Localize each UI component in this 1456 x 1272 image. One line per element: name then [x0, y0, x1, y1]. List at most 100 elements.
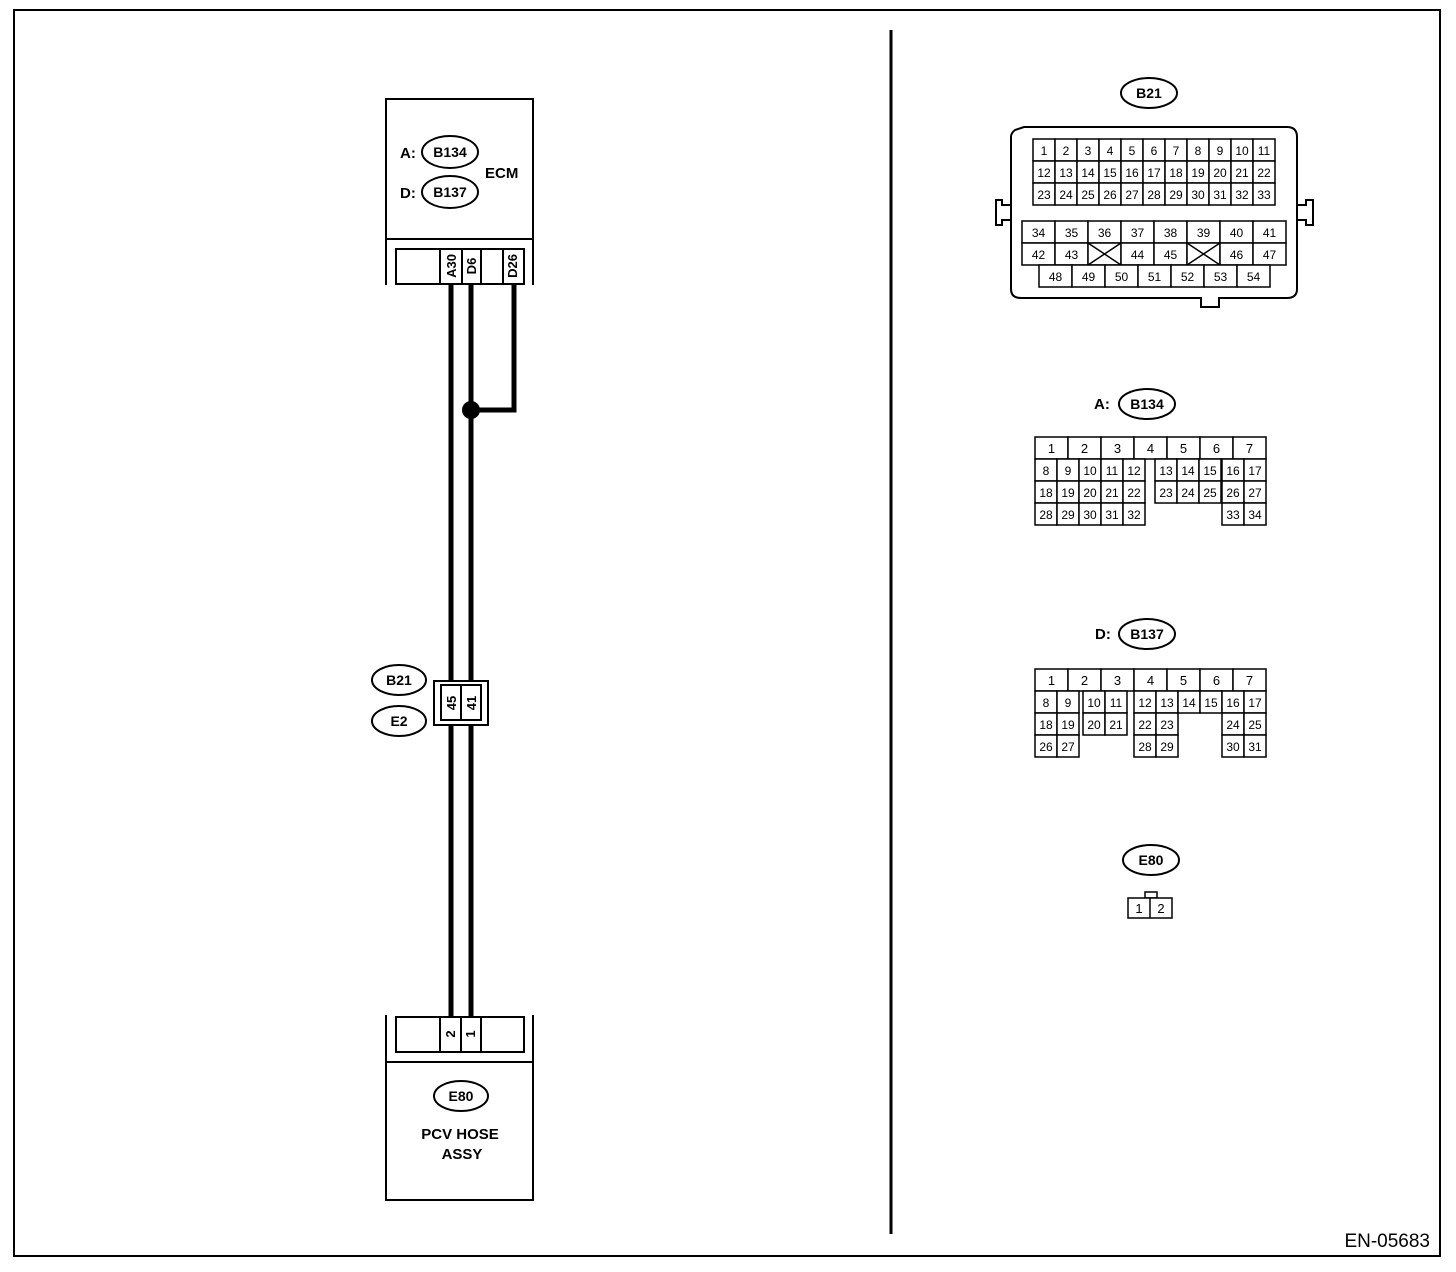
b134-pin-32-cell — [1122, 502, 1146, 526]
splice-point — [462, 401, 480, 419]
b21-pin-9: 9 — [1217, 144, 1224, 158]
b134-pin-30: 30 — [1083, 508, 1097, 522]
b21-pin-30: 30 — [1191, 188, 1205, 202]
b21-pin-7: 7 — [1173, 144, 1180, 158]
pcv-name-line1: PCV HOSE — [421, 1126, 499, 1143]
b137-pin-29-cell — [1155, 734, 1179, 758]
b137-pin-8: 8 — [1043, 696, 1050, 710]
b134-pin-3: 3 — [1114, 441, 1121, 456]
b21-pin-28: 28 — [1147, 188, 1161, 202]
b21-pin-3: 3 — [1085, 144, 1092, 158]
b134-pin-14: 14 — [1181, 464, 1195, 478]
b137-pin-9: 9 — [1065, 696, 1072, 710]
ecm-connector-d-badge — [421, 175, 479, 209]
b134-pin-15: 15 — [1203, 464, 1217, 478]
b21-pin-53: 53 — [1214, 270, 1228, 284]
b134-pin-25: 25 — [1203, 486, 1217, 500]
b21-pin-46: 46 — [1230, 248, 1244, 262]
b134-pin-31: 31 — [1105, 508, 1119, 522]
b21-pin-50: 50 — [1115, 270, 1129, 284]
wiring — [448, 284, 517, 1018]
joint-pin-45: 45 — [444, 696, 459, 710]
b21-pin-32: 32 — [1235, 188, 1249, 202]
e80-view-badge — [1122, 844, 1180, 876]
b137-view-prefix: D: — [1095, 626, 1111, 643]
joint-connector-e2-badge — [371, 705, 427, 737]
joint-connector-b21-badge — [371, 664, 427, 696]
b21-pin-31: 31 — [1213, 188, 1227, 202]
b137-pin-11: 11 — [1110, 696, 1123, 710]
b21-pin-10: 10 — [1235, 144, 1249, 158]
b21-pin-23: 23 — [1037, 188, 1051, 202]
b21-view-badge — [1120, 77, 1178, 109]
b137-pin-18: 18 — [1039, 718, 1053, 732]
joint-connector-b21-code: B21 — [386, 672, 412, 688]
ecm-terminal-d6: D6 — [464, 258, 479, 275]
b21-pin-26: 26 — [1103, 188, 1117, 202]
b21-pin-41: 41 — [1263, 226, 1277, 240]
pcv-connector-badge — [433, 1080, 489, 1112]
b137-pin-23: 23 — [1160, 718, 1174, 732]
b137-pin-17: 17 — [1248, 696, 1262, 710]
b137-pin-29: 29 — [1160, 740, 1174, 754]
pcv-name-line2: ASSY — [442, 1146, 483, 1163]
b134-pin-20: 20 — [1083, 486, 1097, 500]
pcv-pin-1: 1 — [463, 1030, 478, 1037]
b21-pin-18: 18 — [1169, 166, 1183, 180]
b21-pin-54-cell — [1236, 264, 1271, 288]
blocked-cavity-mark — [1186, 242, 1221, 266]
b21-pin-21: 21 — [1235, 166, 1249, 180]
b134-pin-9: 9 — [1065, 464, 1072, 478]
b21-pin-22: 22 — [1257, 166, 1271, 180]
b134-pin-2: 2 — [1081, 441, 1088, 456]
pcv-connector-code: E80 — [449, 1088, 474, 1104]
b21-pin-43: 43 — [1065, 248, 1079, 262]
b21-pin-16: 16 — [1125, 166, 1139, 180]
b21-pin-4: 4 — [1107, 144, 1114, 158]
b137-pin-5: 5 — [1180, 673, 1187, 688]
b134-pin-23: 23 — [1159, 486, 1173, 500]
b21-pin-13: 13 — [1059, 166, 1073, 180]
b134-pin-8: 8 — [1043, 464, 1050, 478]
b134-pin-27: 27 — [1248, 486, 1262, 500]
b137-pin-6: 6 — [1213, 673, 1220, 688]
b21-pin-54: 54 — [1247, 270, 1261, 284]
b21-pin-52: 52 — [1181, 270, 1195, 284]
ecm-terminal-d26: D26 — [505, 254, 520, 278]
b21-pin-33: 33 — [1257, 188, 1271, 202]
b134-pin-4: 4 — [1147, 441, 1154, 456]
b134-pin-11: 11 — [1106, 464, 1119, 478]
b21-pin-33-cell — [1252, 182, 1276, 206]
b21-pin-35: 35 — [1065, 226, 1079, 240]
b21-pin-38: 38 — [1164, 226, 1178, 240]
b137-pin-28: 28 — [1138, 740, 1152, 754]
b21-pin-47: 47 — [1263, 248, 1277, 262]
b21-view-code: B21 — [1136, 85, 1162, 101]
ecm-connector-d-code: B137 — [433, 184, 467, 200]
b137-pin-16: 16 — [1226, 696, 1240, 710]
b21-pin-36: 36 — [1098, 226, 1112, 240]
b137-pin-14: 14 — [1182, 696, 1196, 710]
b137-pin-10: 10 — [1087, 696, 1101, 710]
b137-view-badge — [1118, 618, 1176, 650]
b137-pin-21: 21 — [1109, 718, 1123, 732]
pcv-pin-2: 2 — [443, 1030, 458, 1037]
b137-pin-12: 12 — [1138, 696, 1152, 710]
b21-pin-45: 45 — [1164, 248, 1178, 262]
b21-pin-14: 14 — [1081, 166, 1095, 180]
b21-pin-44: 44 — [1131, 248, 1145, 262]
b137-pin-4: 4 — [1147, 673, 1154, 688]
b134-pin-24: 24 — [1181, 486, 1195, 500]
pcv-block: 2 1 E80 PCV HOSE ASSY — [385, 1015, 534, 1201]
b134-view-badge — [1118, 388, 1176, 420]
b134-pin-29: 29 — [1061, 508, 1075, 522]
b21-pin-39: 39 — [1197, 226, 1211, 240]
b21-pin-27: 27 — [1125, 188, 1139, 202]
b137-pin-3: 3 — [1114, 673, 1121, 688]
b21-pin-29: 29 — [1169, 188, 1183, 202]
e80-view-pin-1: 1 — [1135, 901, 1142, 916]
b137-view-code: B137 — [1130, 626, 1164, 642]
b137-pin-13: 13 — [1160, 696, 1174, 710]
